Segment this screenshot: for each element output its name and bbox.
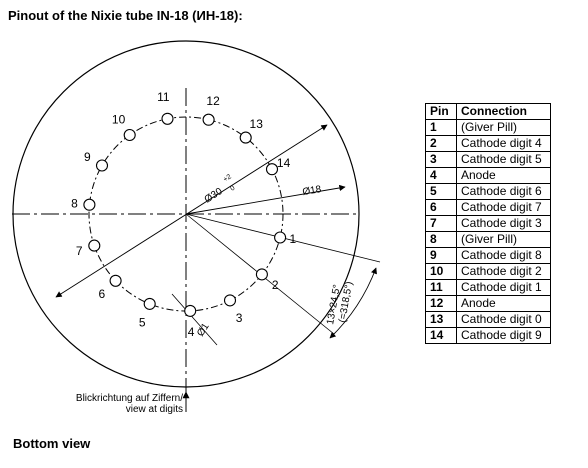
pin-13 bbox=[239, 131, 252, 144]
table-row: 8(Giver Pill) bbox=[425, 231, 551, 248]
pin-label-1: 1 bbox=[290, 232, 297, 246]
pin-cell: 10 bbox=[425, 263, 457, 280]
pin-14 bbox=[265, 163, 279, 176]
pin-cell: 9 bbox=[425, 247, 457, 264]
connection-cell: Cathode digit 3 bbox=[456, 215, 551, 232]
pin-6 bbox=[109, 274, 122, 287]
column-header-connection: Connection bbox=[456, 103, 551, 120]
pin-cell: 14 bbox=[425, 327, 457, 344]
table-row: 1(Giver Pill) bbox=[425, 119, 551, 136]
pin-cell: 3 bbox=[425, 151, 457, 168]
connection-cell: Cathode digit 0 bbox=[456, 311, 551, 328]
pin-cell: 6 bbox=[425, 199, 457, 216]
dim-circle-tol-upper: +2 bbox=[222, 173, 233, 183]
pin-cell: 8 bbox=[425, 231, 457, 248]
table-header-row: Pin Connection bbox=[425, 103, 551, 120]
pin-cell: 12 bbox=[425, 295, 457, 312]
pin-2 bbox=[255, 268, 268, 281]
connection-cell: Cathode digit 4 bbox=[456, 135, 551, 152]
pin-label-3: 3 bbox=[236, 311, 243, 325]
view-note-line1: Blickrichtung auf Ziffern/ bbox=[76, 393, 183, 404]
column-header-pin: Pin bbox=[425, 103, 457, 120]
connection-cell: (Giver Pill) bbox=[456, 119, 551, 136]
pin-8 bbox=[83, 198, 96, 211]
pin-label-5: 5 bbox=[139, 316, 146, 330]
pin-7 bbox=[88, 239, 101, 252]
dim-circle-label: Ø30 bbox=[203, 186, 225, 206]
diameter-30-dim-line bbox=[55, 124, 328, 298]
pin-label-4: 4 bbox=[188, 325, 195, 339]
pin-label-8: 8 bbox=[71, 196, 78, 210]
connection-cell: Cathode digit 9 bbox=[456, 327, 551, 344]
pin-cell: 13 bbox=[425, 311, 457, 328]
connection-cell: Anode bbox=[456, 295, 551, 312]
connection-cell: Cathode digit 7 bbox=[456, 199, 551, 216]
pin-4 bbox=[184, 304, 197, 317]
connection-cell: Cathode digit 5 bbox=[456, 151, 551, 168]
dim-circle-tol-lower: 0 bbox=[229, 185, 236, 193]
pin-label-6: 6 bbox=[99, 287, 106, 301]
connection-cell: Cathode digit 8 bbox=[456, 247, 551, 264]
pin-9 bbox=[95, 159, 109, 172]
pin-label-2: 2 bbox=[272, 278, 279, 292]
pin-label-12: 12 bbox=[206, 94, 220, 108]
pin-10 bbox=[123, 128, 136, 142]
pin-1 bbox=[274, 231, 287, 244]
pin-5 bbox=[143, 297, 156, 310]
pin-3 bbox=[223, 294, 237, 307]
connection-cell: Cathode digit 1 bbox=[456, 279, 551, 296]
diameter-18-dim-line bbox=[185, 184, 346, 215]
pin-group bbox=[83, 112, 287, 317]
pin-cell: 2 bbox=[425, 135, 457, 152]
pin-label-14: 14 bbox=[277, 156, 291, 170]
pin-cell: 4 bbox=[425, 167, 457, 184]
angle-arc bbox=[329, 267, 377, 339]
pin-label-9: 9 bbox=[84, 150, 91, 164]
connection-cell: Anode bbox=[456, 167, 551, 184]
pin-label-13: 13 bbox=[250, 117, 264, 131]
connection-cell: Cathode digit 6 bbox=[456, 183, 551, 200]
pin-cell: 7 bbox=[425, 215, 457, 232]
pin-label-7: 7 bbox=[76, 244, 83, 258]
pin-12 bbox=[202, 113, 215, 126]
pin-cell: 5 bbox=[425, 183, 457, 200]
pin-11 bbox=[161, 112, 174, 125]
connection-cell: (Giver Pill) bbox=[456, 231, 551, 248]
pin-cell: 1 bbox=[425, 119, 457, 136]
connection-cell: Cathode digit 2 bbox=[456, 263, 551, 280]
view-note-line2: view at digits bbox=[126, 404, 183, 415]
pin-label-10: 10 bbox=[112, 113, 126, 127]
dim-pin-circle-label: Ø18 bbox=[302, 184, 323, 198]
footer-caption: Bottom view bbox=[13, 436, 91, 451]
pin-label-11: 11 bbox=[157, 90, 170, 104]
pin-cell: 11 bbox=[425, 279, 457, 296]
page-title: Pinout of the Nixie tube IN-18 (ИН-18): bbox=[8, 8, 243, 23]
pin-dim-line bbox=[171, 293, 218, 346]
